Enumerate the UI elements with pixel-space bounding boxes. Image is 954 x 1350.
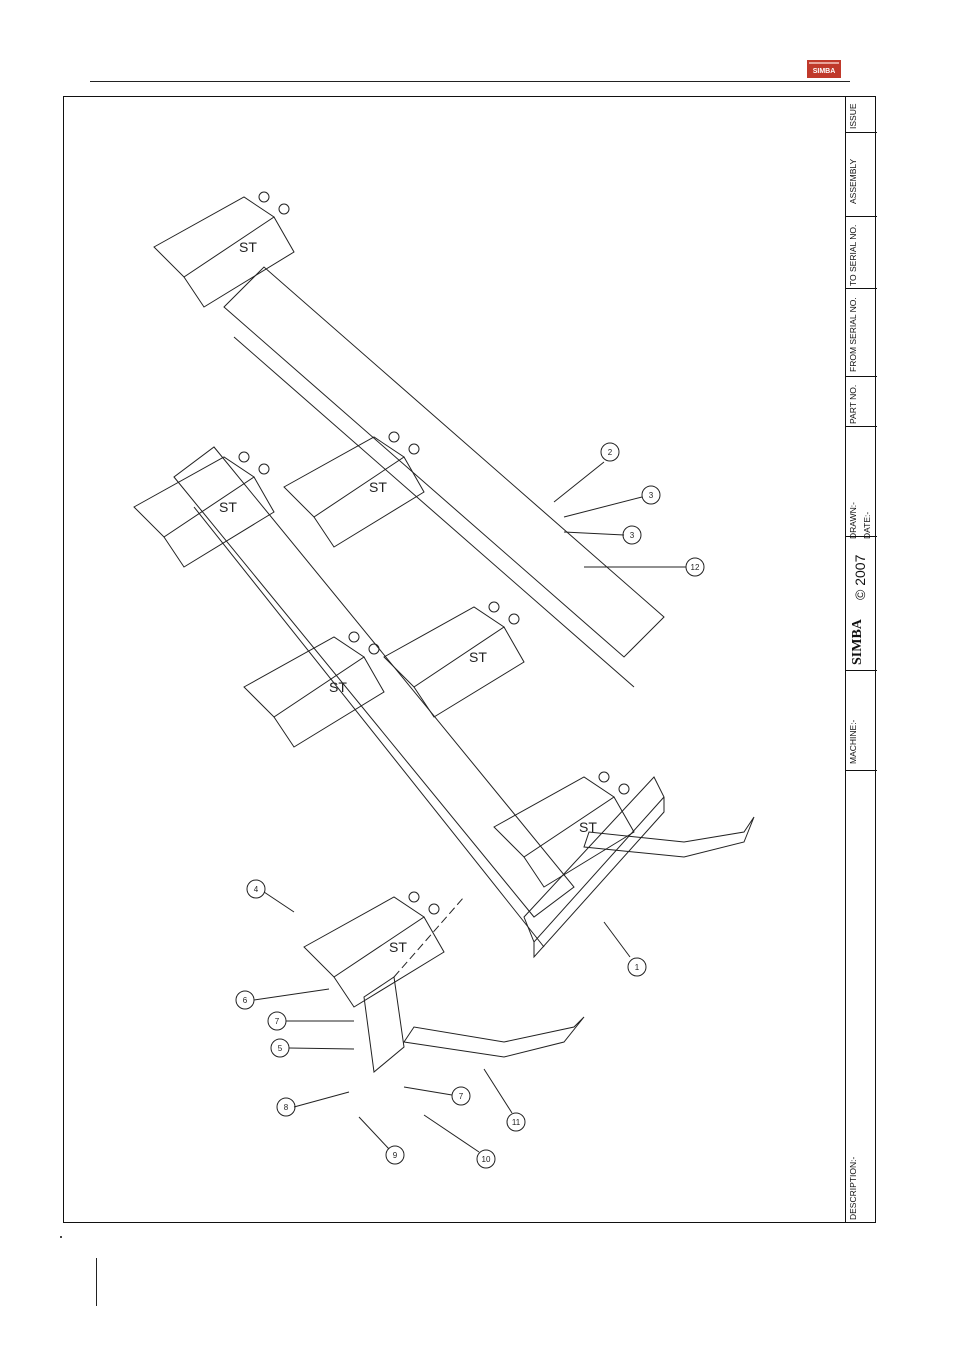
tine-assembly: ST: [244, 632, 384, 747]
tine-assembly: ST: [134, 452, 274, 567]
tb-divider: [846, 770, 877, 771]
frame-st-label: ST: [369, 479, 387, 495]
simba-logo-text: SIMBA: [813, 68, 836, 75]
assembly-label: ASSEMBLY: [848, 159, 858, 204]
callouts: 1 2 3 3 4 5 6 7 7 8 9 10 11 12: [236, 443, 704, 1168]
simba-brand-mark: SIMBA: [850, 619, 866, 665]
tine-assembly: ST: [384, 602, 524, 717]
date-label: DATE:-: [862, 512, 872, 539]
drawn-label: DRAWN:-: [848, 502, 858, 539]
header-rule: [90, 81, 850, 82]
callout-number: 11: [512, 1118, 521, 1127]
exploded-assembly-drawing: ST ST ST ST ST ST ST: [64, 97, 844, 1222]
issue-label: ISSUE: [848, 103, 858, 129]
part-no-label: PART NO.: [848, 385, 858, 424]
tb-divider: [846, 670, 877, 671]
tine-shank: [584, 817, 754, 857]
frame-st-label: ST: [219, 499, 237, 515]
page-mark: [60, 1236, 62, 1238]
callout-number: 2: [608, 448, 613, 457]
tine-assembly: ST: [494, 772, 634, 887]
callout-number: 6: [243, 996, 248, 1005]
from-serial-label: FROM SERIAL NO.: [848, 297, 858, 372]
callout-number: 7: [275, 1017, 280, 1026]
frame-st-label: ST: [329, 679, 347, 695]
tb-divider: [846, 376, 877, 377]
tine-assembly: ST: [154, 192, 294, 307]
frame-st-label: ST: [469, 649, 487, 665]
callout-number: 5: [278, 1044, 283, 1053]
mounting-bracket: [364, 977, 404, 1072]
tb-divider: [846, 132, 877, 133]
binding-margin-line: [96, 1258, 97, 1306]
to-serial-label: TO SERIAL NO.: [848, 225, 858, 286]
callout-number: 3: [630, 531, 635, 540]
copyright-text: © 2007: [852, 555, 868, 600]
callout-number: 8: [284, 1103, 289, 1112]
callout-number: 9: [393, 1151, 398, 1160]
simba-logo: SIMBA: [807, 60, 841, 78]
callout-number: 4: [254, 885, 259, 894]
frame-st-label: ST: [239, 239, 257, 255]
callout-number: 10: [482, 1155, 491, 1164]
tine-shank: [404, 1017, 584, 1057]
callout-number: 1: [635, 963, 640, 972]
tine-assembly: ST: [284, 432, 424, 547]
cross-beam: [524, 777, 664, 957]
callout-number: 12: [691, 563, 700, 572]
callout-number: 7: [459, 1092, 464, 1101]
tb-divider: [846, 216, 877, 217]
machine-label: MACHINE:-: [848, 720, 858, 764]
frame-st-label: ST: [389, 939, 407, 955]
callout-number: 3: [649, 491, 654, 500]
tb-divider: [846, 426, 877, 427]
tb-divider: [846, 288, 877, 289]
description-label: DESCRIPTION:-: [848, 1157, 858, 1220]
